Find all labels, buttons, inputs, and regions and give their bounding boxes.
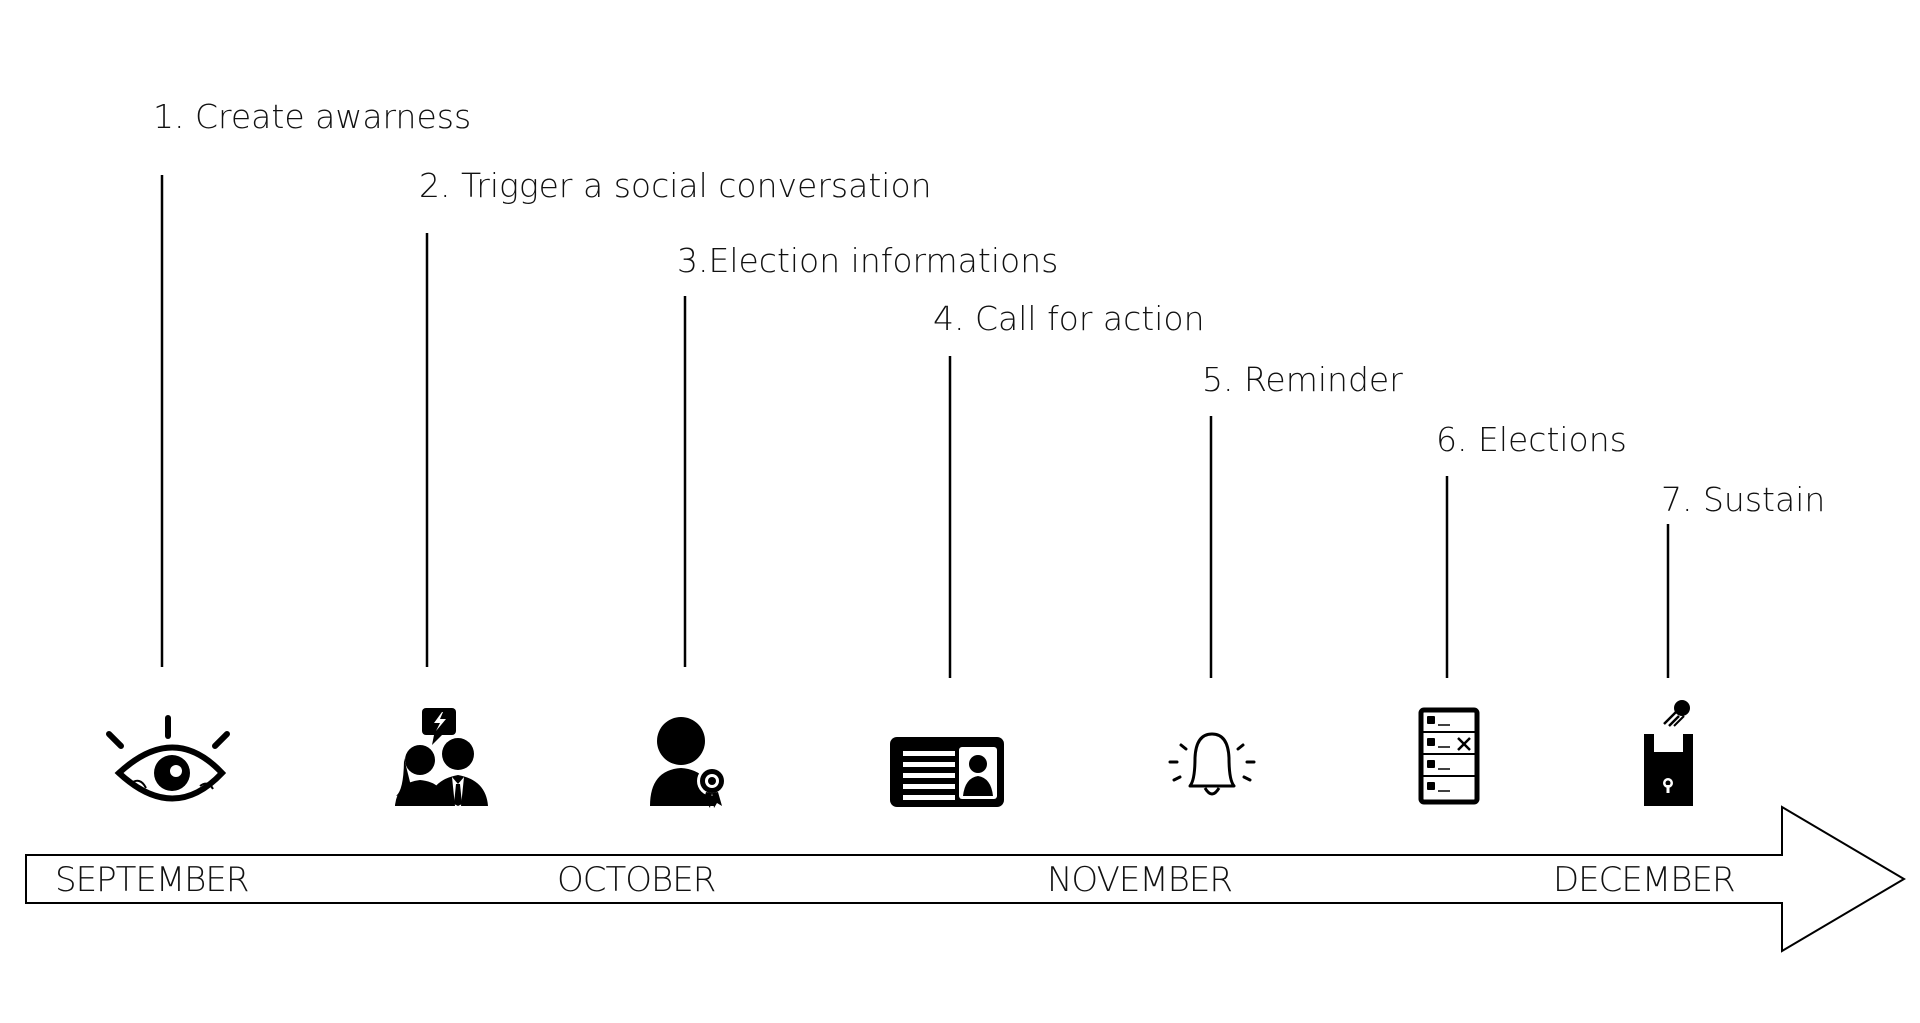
step-4-label: 4. Call for action	[933, 299, 1205, 338]
people-discussion-icon	[395, 708, 488, 806]
eye-icon	[106, 715, 230, 802]
ballot-box-icon	[1644, 700, 1693, 806]
ballot-paper-icon	[1418, 707, 1480, 805]
month-label-october: OCTOBER	[557, 860, 715, 900]
step-1-label: 1. Create awarness	[153, 97, 471, 136]
step-2-label: 2. Trigger a social conversation	[419, 166, 932, 205]
step-6-label: 6. Elections	[1436, 420, 1627, 459]
step-7-label: 7. Sustain	[1661, 480, 1825, 519]
month-label-november: NOVEMBER	[1047, 860, 1232, 900]
timeline-arrow	[25, 805, 1906, 953]
person-award-icon	[650, 717, 727, 808]
month-label-december: DECEMBER	[1553, 860, 1735, 900]
step-3-label: 3.Election informations	[677, 241, 1058, 280]
month-label-september: SEPTEMBER	[55, 860, 249, 900]
bell-icon	[1168, 732, 1256, 796]
id-card-icon	[890, 737, 1004, 807]
step-5-label: 5. Reminder	[1202, 360, 1403, 399]
